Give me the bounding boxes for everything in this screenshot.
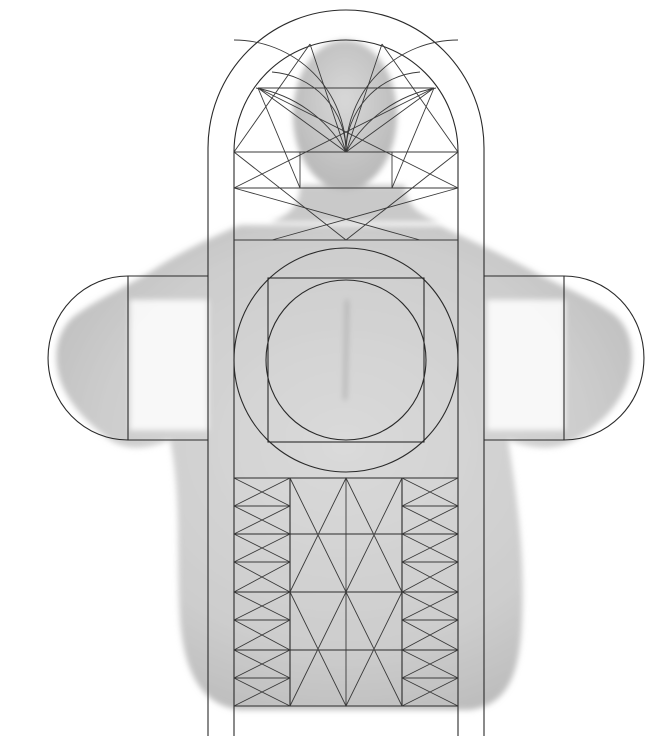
left-arm-gap [487,300,565,430]
head-shape [293,40,397,190]
torso-shape [56,225,632,710]
spine-line [345,300,347,400]
right-arm-gap [130,300,208,430]
torso-silhouette [56,40,632,710]
